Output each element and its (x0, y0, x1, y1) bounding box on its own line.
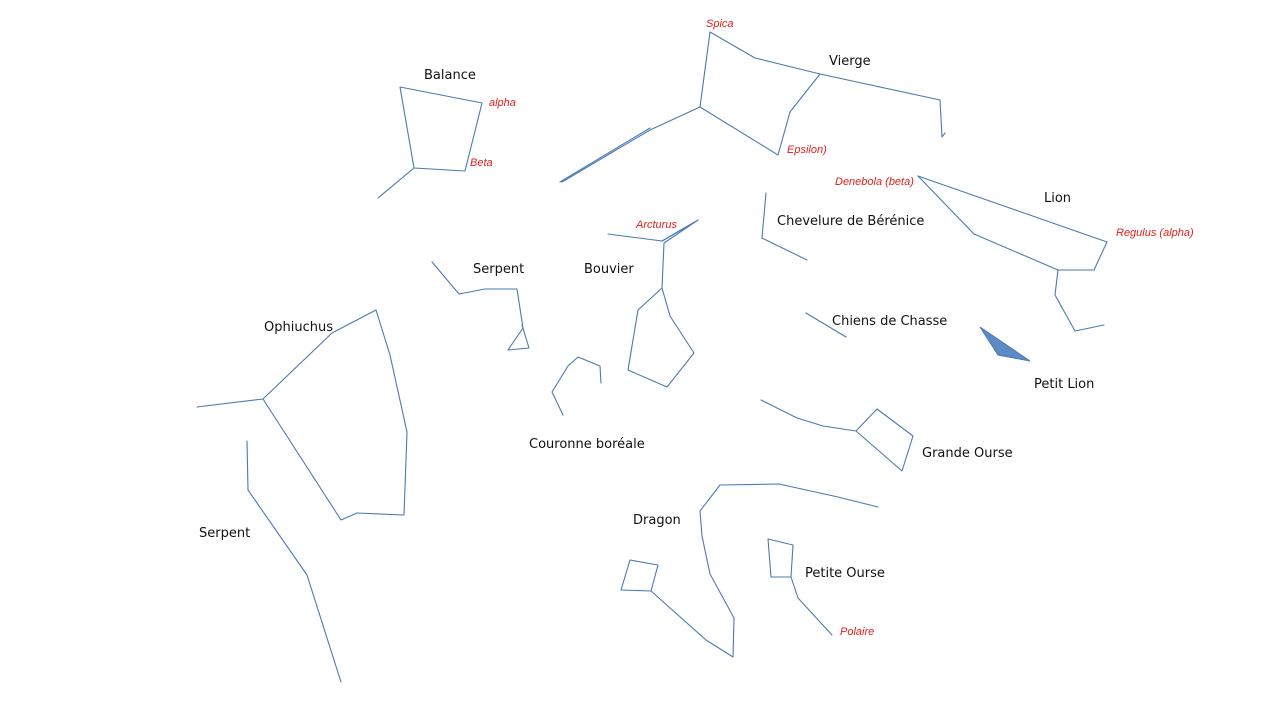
serpent-upper-lines (431, 261, 530, 351)
label-serpent-upper: Serpent (473, 262, 525, 277)
lion-lines (917, 175, 1108, 332)
star-polaire: Polaire (840, 626, 875, 638)
star-denebola: Denebola (beta) (835, 176, 914, 188)
label-bouvier: Bouvier (584, 262, 634, 277)
label-chiens: Chiens de Chasse (832, 314, 948, 329)
star-beta: Beta (470, 157, 493, 169)
star-epsilon: Epsilon) (787, 144, 827, 156)
label-chevelure: Chevelure de Bérénice (777, 214, 925, 229)
petit-lion-shape (979, 326, 1031, 362)
label-grande-ourse: Grande Ourse (922, 446, 1013, 461)
label-couronne: Couronne boréale (529, 437, 645, 452)
grande-ourse-lines (760, 399, 914, 472)
bouvier-lines (607, 219, 699, 388)
label-vierge: Vierge (829, 54, 871, 69)
label-ophiuchus: Ophiuchus (264, 320, 333, 335)
serpent-lower-lines (246, 440, 342, 683)
label-serpent-lower: Serpent (199, 526, 251, 541)
label-dragon: Dragon (633, 513, 681, 528)
star-arcturus: Arcturus (636, 219, 677, 231)
dragon-lines (620, 483, 879, 658)
star-alpha: alpha (489, 97, 516, 109)
star-spica: Spica (706, 18, 734, 30)
chevelure-lines (761, 192, 808, 261)
label-balance: Balance (424, 68, 476, 83)
chiens-lines (805, 312, 847, 338)
ophiuchus-lines (196, 309, 408, 521)
couronne-lines (551, 356, 602, 416)
vierge-lines (559, 31, 946, 183)
petite-ourse-lines (767, 538, 833, 636)
label-petit-lion: Petit Lion (1034, 377, 1095, 392)
label-petite-ourse: Petite Ourse (805, 566, 885, 581)
balance-lines (377, 86, 483, 199)
label-lion: Lion (1044, 191, 1072, 206)
star-regulus: Regulus (alpha) (1116, 227, 1194, 239)
